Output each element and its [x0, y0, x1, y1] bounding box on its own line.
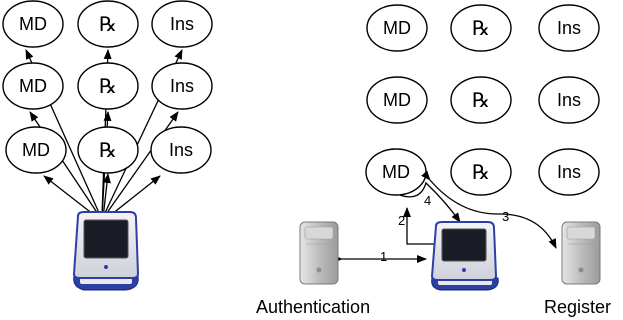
ins-label: Ins — [557, 18, 581, 38]
rx-label: ℞ — [472, 16, 490, 40]
md-label: MD — [19, 14, 47, 34]
register-caption: Register — [544, 297, 611, 317]
right-node-rx-row3: ℞ — [450, 148, 512, 196]
right-node-md-row2: MD — [366, 76, 428, 124]
rx-label: ℞ — [472, 160, 490, 184]
tower-server-icon — [299, 221, 339, 285]
right-node-ins-row2: Ins — [538, 76, 600, 124]
ins-label: Ins — [169, 140, 193, 160]
md-label: MD — [19, 76, 47, 96]
step-label-1: 1 — [380, 249, 387, 264]
rx-label: ℞ — [99, 138, 117, 162]
right-node-md-row1: MD — [366, 4, 428, 52]
left-node-md-row1: MD — [2, 0, 64, 48]
tower-server-icon — [561, 221, 601, 285]
protocol-arrows — [333, 170, 557, 263]
step-label-2: 2 — [398, 213, 405, 228]
left-node-md-row3: MD — [5, 126, 67, 174]
left-node-ins-row2: Ins — [151, 62, 213, 110]
left-node-ins-row3: Ins — [150, 126, 212, 174]
arrow-step-2 — [403, 207, 434, 245]
left-node-rx-row1: ℞ — [77, 0, 139, 48]
ins-label: Ins — [557, 90, 581, 110]
left-node-rx-row3: ℞ — [77, 126, 139, 174]
right-node-ins-row3: Ins — [538, 148, 600, 196]
right-node-md-row3: MD — [365, 148, 427, 196]
left-node-ins-row1: Ins — [151, 0, 213, 48]
ibook-laptop-icon — [430, 221, 499, 291]
right-node-rx-row2: ℞ — [450, 76, 512, 124]
left-node-grid: MD ℞ Ins MD ℞ Ins MD ℞ — [2, 0, 213, 174]
rx-label: ℞ — [99, 74, 117, 98]
arrow-step-3 — [421, 170, 557, 249]
right-node-rx-row1: ℞ — [450, 4, 512, 52]
ins-label: Ins — [170, 76, 194, 96]
md-label: MD — [383, 90, 411, 110]
rx-label: ℞ — [472, 88, 490, 112]
right-node-grid: MD ℞ Ins MD ℞ Ins MD ℞ — [365, 4, 600, 196]
step-label-4: 4 — [424, 193, 431, 208]
rx-label: ℞ — [99, 12, 117, 36]
ins-label: Ins — [170, 14, 194, 34]
left-node-md-row2: MD — [2, 62, 64, 110]
left-node-rx-row2: ℞ — [77, 62, 139, 110]
step-labels: 1 2 3 4 — [380, 193, 509, 264]
right-node-ins-row1: Ins — [538, 4, 600, 52]
md-label: MD — [382, 162, 410, 182]
step-label-3: 3 — [502, 209, 509, 224]
ibook-laptop-icon — [72, 211, 140, 291]
md-label: MD — [383, 18, 411, 38]
ins-label: Ins — [557, 162, 581, 182]
md-label: MD — [22, 140, 50, 160]
authentication-caption: Authentication — [256, 297, 370, 317]
